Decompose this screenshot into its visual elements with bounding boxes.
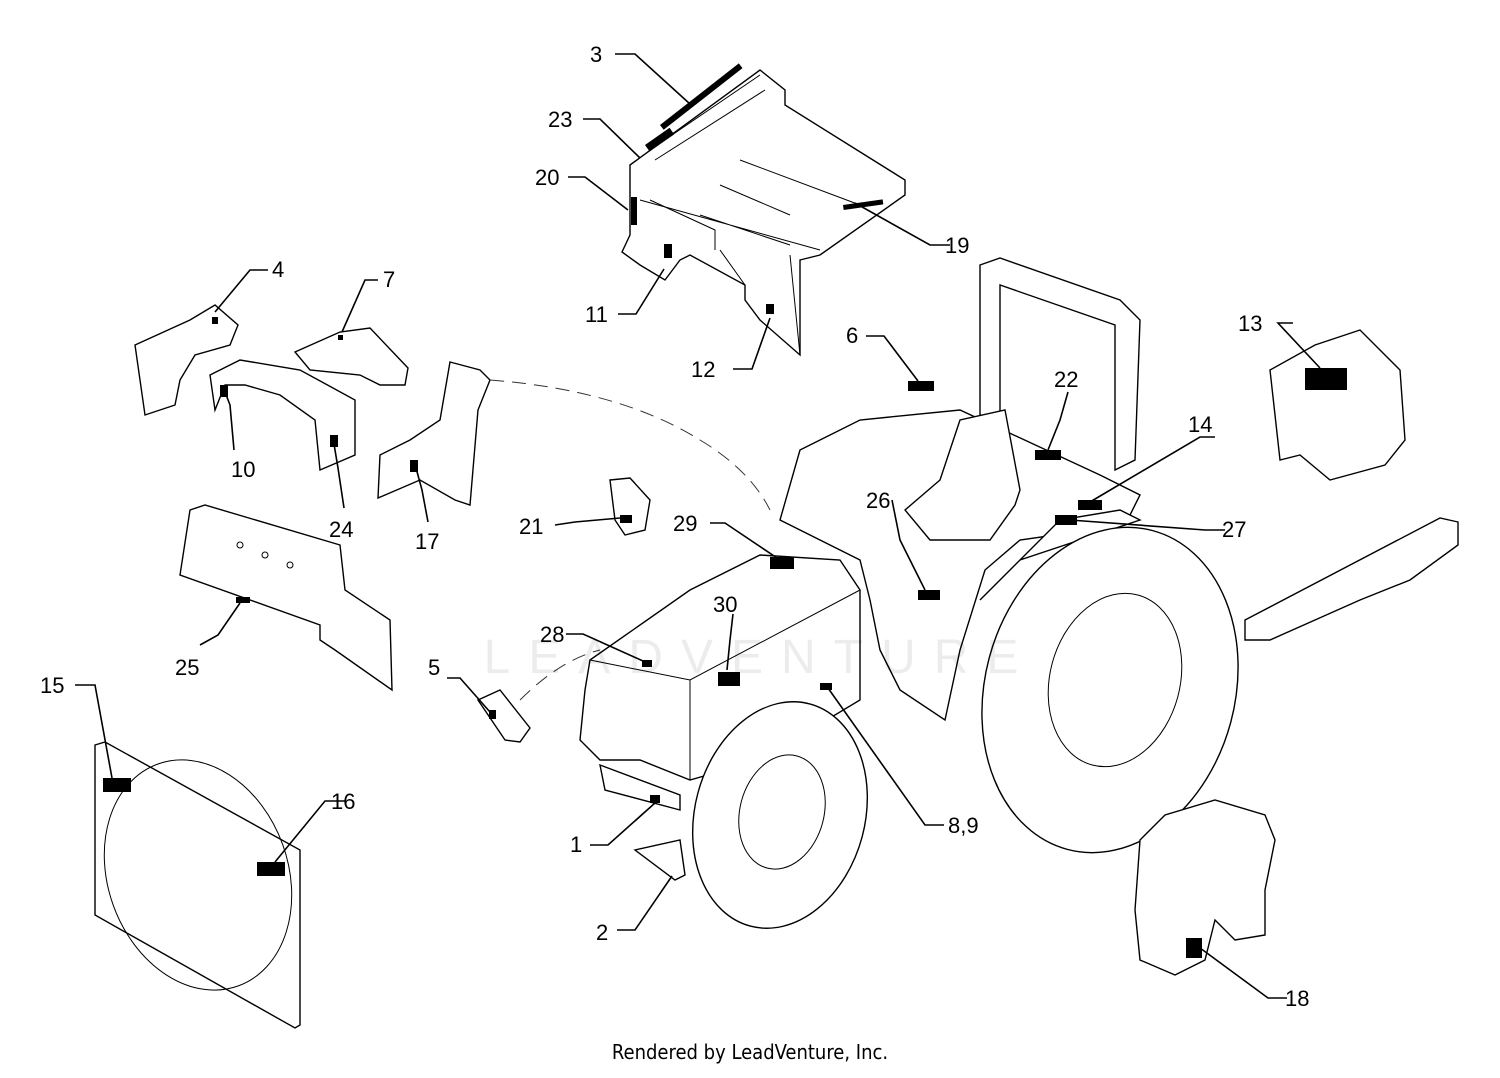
callout-16: 16 <box>331 789 355 814</box>
callout-8-9: 8,9 <box>948 813 979 838</box>
left-panels <box>134 304 491 506</box>
callout-7: 7 <box>383 267 395 292</box>
callout-19: 19 <box>945 233 969 258</box>
right-parts <box>1134 329 1459 976</box>
panel-25 <box>179 504 393 692</box>
callout-11: 11 <box>585 302 608 327</box>
callout-10: 10 <box>231 457 255 482</box>
platform-part <box>621 63 906 357</box>
leader-lines <box>75 53 1321 999</box>
small-parts <box>476 477 651 743</box>
callout-30: 30 <box>713 592 737 617</box>
callout-1: 1 <box>570 832 582 857</box>
callout-24: 24 <box>329 517 353 542</box>
callout-26: 26 <box>866 488 890 513</box>
callout-18: 18 <box>1285 986 1309 1011</box>
watermark-logo: LEADVENTURE <box>483 631 1037 684</box>
callout-4: 4 <box>272 257 284 282</box>
callout-27: 27 <box>1222 517 1246 542</box>
callout-14: 14 <box>1188 412 1212 437</box>
callout-21: 21 <box>519 514 543 539</box>
callout-5: 5 <box>428 655 440 680</box>
callout-28: 28 <box>540 622 564 647</box>
callout-13: 13 <box>1238 311 1262 336</box>
callout-29: 29 <box>673 511 697 536</box>
callout-17: 17 <box>415 529 439 554</box>
callout-15: 15 <box>40 673 64 698</box>
callout-6: 6 <box>846 323 858 348</box>
footer-credit: Rendered by LeadVenture, Inc. <box>611 1040 889 1064</box>
tractor <box>489 257 1239 929</box>
callout-25: 25 <box>175 655 199 680</box>
callout-20: 20 <box>535 165 559 190</box>
callout-12: 12 <box>691 357 715 382</box>
callout-23: 23 <box>548 107 572 132</box>
callout-3: 3 <box>590 42 602 67</box>
callout-2: 2 <box>596 920 608 945</box>
callout-labels: 1 2 3 4 5 6 7 8,9 10 11 12 13 14 15 16 1… <box>40 42 1309 1011</box>
callout-22: 22 <box>1054 367 1078 392</box>
screen-15-16 <box>94 741 301 1029</box>
